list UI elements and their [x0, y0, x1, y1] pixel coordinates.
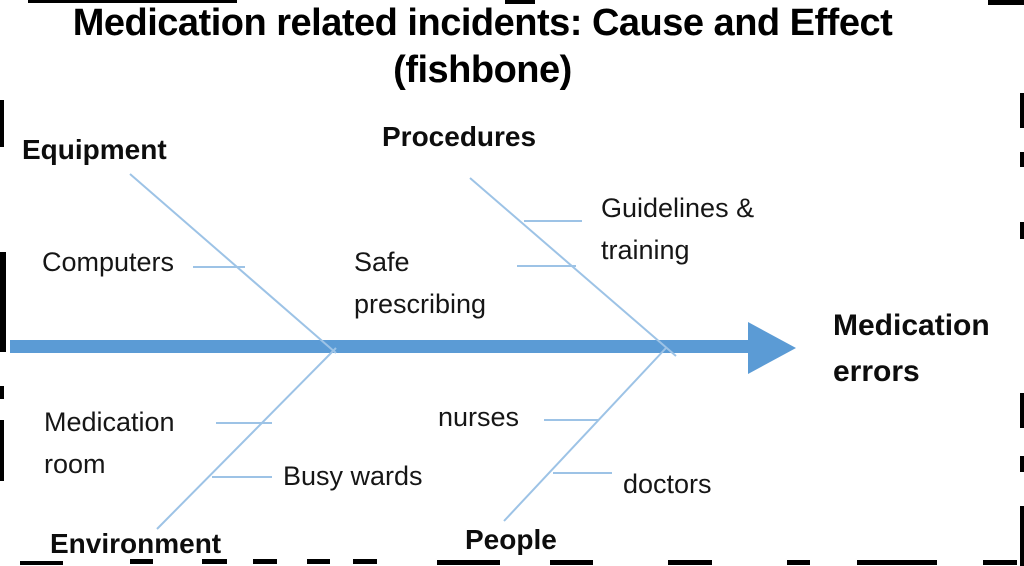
border-artifact — [130, 559, 153, 564]
cause-medication-room: Medication room — [44, 407, 175, 479]
spine-arrowhead-icon — [748, 322, 796, 374]
category-procedures: Procedures — [382, 121, 537, 152]
diagram-title: Medication related incidents: Cause and … — [0, 0, 965, 94]
cause-doctors: doctors — [623, 469, 712, 499]
cause-computers: Computers — [42, 247, 175, 277]
spine-bar — [10, 340, 755, 353]
border-artifact — [1020, 456, 1024, 472]
cause-guidelines-training: Guidelines & training — [601, 193, 755, 265]
border-artifact — [353, 559, 377, 564]
border-artifact — [857, 560, 937, 565]
environment-bone — [156, 347, 337, 530]
border-artifact — [253, 559, 277, 564]
equipment-bone — [129, 173, 337, 354]
border-artifact — [668, 560, 712, 565]
border-artifact — [1020, 93, 1024, 128]
border-artifact — [1020, 222, 1024, 239]
border-artifact — [0, 100, 4, 147]
category-environment: Environment — [50, 528, 222, 559]
border-artifact — [20, 561, 63, 565]
border-artifact — [550, 560, 593, 565]
cause-nurses: nurses — [438, 402, 520, 432]
border-artifact — [437, 560, 500, 565]
cause-busy-wards: Busy wards — [283, 461, 423, 491]
category-people: People — [465, 524, 557, 555]
border-artifact — [307, 559, 330, 564]
border-artifact — [988, 0, 1024, 5]
border-artifact — [28, 0, 237, 3]
border-artifact — [1020, 152, 1024, 167]
title-line-2: (fishbone) — [393, 49, 572, 91]
border-artifact — [0, 252, 6, 352]
effect-label: Medication errors — [833, 309, 990, 388]
cause-safe-prescribing: Safe prescribing — [354, 247, 487, 319]
people-bone — [503, 347, 667, 522]
border-artifact — [202, 559, 227, 564]
title-line-1: Medication related incidents: Cause and … — [72, 2, 893, 44]
border-artifact — [0, 386, 4, 399]
border-artifact — [0, 420, 4, 481]
border-artifact — [1020, 506, 1024, 566]
border-artifact — [1020, 393, 1024, 428]
border-artifact — [787, 560, 810, 565]
category-equipment: Equipment — [22, 134, 167, 165]
border-artifact — [983, 560, 1017, 565]
border-artifact — [505, 0, 535, 4]
